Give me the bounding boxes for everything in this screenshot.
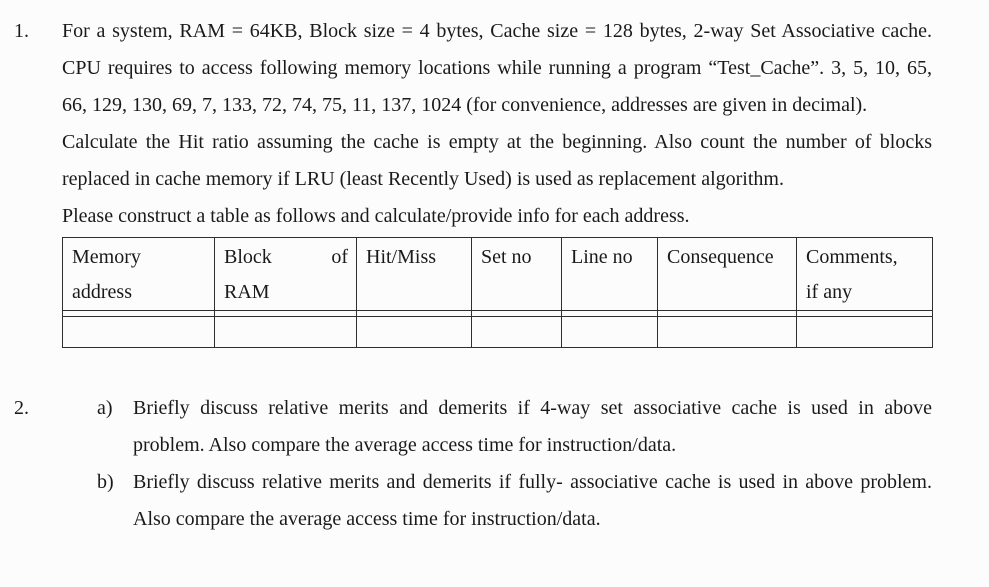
table-cell (796, 316, 933, 348)
header-line-no: Line no (561, 237, 658, 311)
question-1: 1. For a system, RAM = 64KB, Block size … (0, 13, 989, 348)
header-block-of-ram: Block of RAM (214, 237, 357, 311)
question-2: 2. a) Briefly discuss relative merits an… (0, 390, 989, 538)
question-2a-text: Briefly discuss relative merits and deme… (133, 397, 932, 456)
question-2-item-b: b) Briefly discuss relative merits and d… (62, 464, 932, 538)
question-1-body: For a system, RAM = 64KB, Block size = 4… (62, 13, 933, 348)
question-2a-label: a) (97, 397, 113, 419)
question-2b-label: b) (97, 471, 114, 493)
question-2-item-a: a) Briefly discuss relative merits and d… (62, 390, 932, 464)
question-1-paragraph-2: Calculate the Hit ratio assuming the cac… (62, 131, 932, 190)
question-1-number: 1. (14, 20, 29, 42)
question-2b-text: Briefly discuss relative merits and deme… (133, 471, 932, 530)
cache-access-table: Memory address Block of RAM Hit/Miss (62, 237, 933, 348)
table-cell (471, 316, 562, 348)
table-spacer-row (62, 310, 933, 317)
question-1-paragraph-3: Please construct a table as follows and … (62, 205, 690, 227)
table-cell (561, 316, 658, 348)
table-header-row: Memory address Block of RAM Hit/Miss (62, 237, 933, 311)
table-empty-row (62, 316, 933, 348)
header-comments: Comments, if any (796, 237, 933, 311)
header-hit-miss: Hit/Miss (356, 237, 472, 311)
question-2-body: a) Briefly discuss relative merits and d… (62, 390, 932, 538)
table-cell (62, 316, 215, 348)
table-cell (657, 316, 797, 348)
table-cell (214, 316, 357, 348)
table-cell (356, 316, 472, 348)
header-consequence: Consequence (657, 237, 797, 311)
question-2-number: 2. (14, 397, 29, 419)
header-set-no: Set no (471, 237, 562, 311)
header-memory-address: Memory address (62, 237, 215, 311)
question-1-paragraph-1: For a system, RAM = 64KB, Block size = 4… (62, 20, 932, 116)
